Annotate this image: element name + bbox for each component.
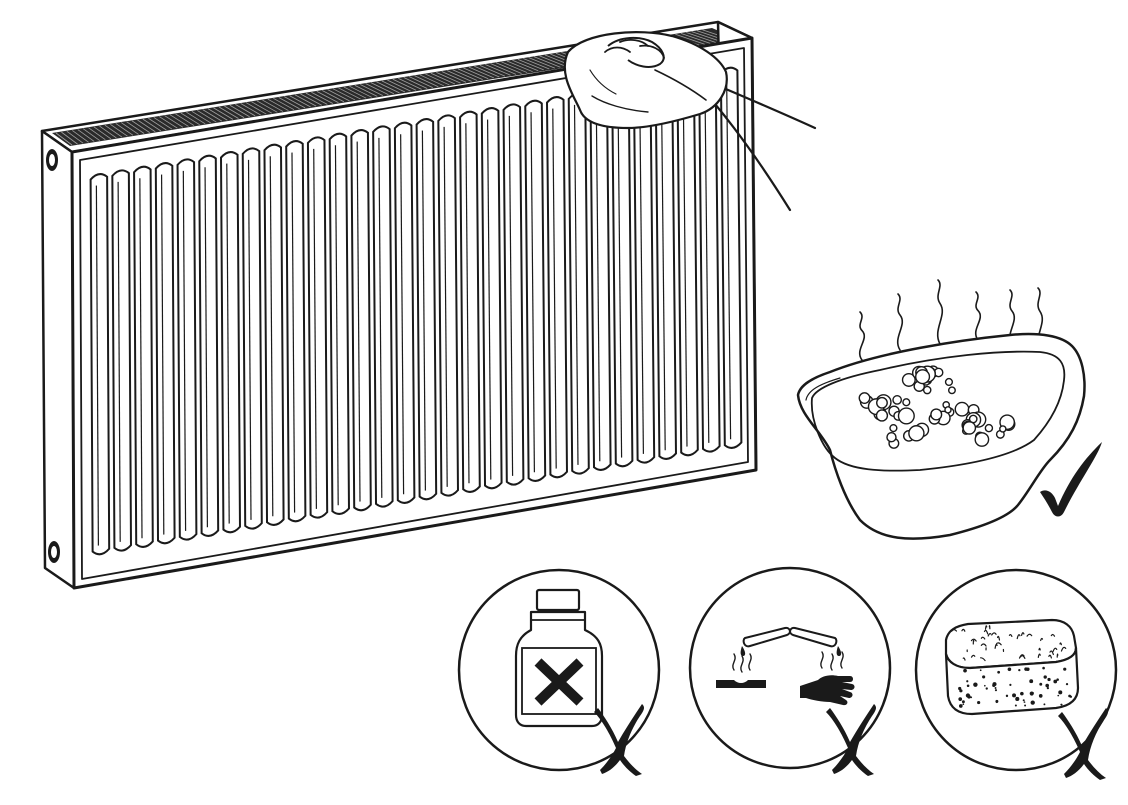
soap-bubble — [915, 369, 931, 385]
radiator-icon — [40, 20, 758, 590]
radiator-fin — [241, 147, 263, 530]
radiator-fin — [654, 77, 677, 460]
radiator-fin — [285, 140, 307, 523]
soap-bubble — [902, 398, 911, 407]
cross-mark-icon — [826, 704, 876, 776]
radiator-fin — [111, 169, 132, 552]
radiator-fin — [437, 114, 459, 497]
soap-bubble — [999, 425, 1007, 433]
soap-bubble — [876, 396, 888, 409]
radiator-fin — [328, 132, 350, 515]
radiator-fin — [611, 85, 634, 468]
soap-bubble — [889, 423, 898, 433]
radiator-fin — [350, 129, 372, 512]
corrosive-chemical-icon — [716, 626, 855, 706]
steam-wisp — [936, 279, 944, 345]
radiator-fin — [524, 99, 547, 482]
soap-bubble — [897, 407, 915, 425]
radiator-fin — [676, 74, 699, 457]
radiator-fin — [698, 70, 721, 453]
soap-bubble — [875, 409, 889, 422]
corrosive-prohibited-circle — [688, 566, 892, 776]
radiator-fin — [459, 110, 481, 493]
check-mark-icon — [1040, 442, 1102, 517]
soap-bubble — [962, 421, 977, 435]
radiator-valve-bottom — [48, 541, 60, 563]
soap-bubble — [892, 395, 903, 405]
radiator-fin — [154, 162, 176, 545]
soap-bubble — [886, 431, 897, 443]
soap-bubble — [908, 425, 925, 442]
solvent-prohibited-circle — [457, 568, 661, 776]
radiator-fin — [176, 158, 198, 541]
radiator-fin — [719, 66, 743, 449]
radiator-fin — [306, 136, 329, 519]
radiator-fin — [89, 173, 111, 556]
radiator-fin — [632, 81, 656, 464]
radiator-fin — [480, 107, 503, 490]
soap-bubble — [901, 372, 916, 387]
radiator-fin — [415, 118, 438, 501]
steam-wisp — [974, 291, 982, 341]
soap-bubble — [944, 406, 952, 414]
radiator-fin — [393, 121, 416, 504]
radiator-fin — [546, 96, 568, 479]
radiator-fin — [220, 151, 241, 534]
radiator-valve-top — [46, 149, 58, 171]
soapy-water-bowl-icon — [796, 279, 1086, 540]
radiator-fin — [198, 154, 220, 537]
cross-mark-icon — [594, 704, 644, 776]
steam-wisp — [858, 311, 866, 361]
soap-bubble — [948, 386, 956, 395]
radiator-fin — [502, 103, 525, 486]
soap-bubble — [984, 423, 994, 433]
abrasive-sponge-icon — [944, 618, 1080, 716]
soap-bubble — [930, 408, 943, 421]
steam-wisp — [896, 293, 904, 351]
soap-bubble — [922, 385, 932, 395]
sponge-prohibited-circle — [914, 568, 1118, 780]
radiator-fin — [372, 125, 394, 508]
radiator-fin — [589, 88, 612, 471]
radiator-fin — [133, 165, 154, 548]
soap-bubble — [858, 392, 871, 405]
prohibited-circle — [688, 566, 892, 770]
radiator-fin — [263, 143, 285, 526]
hand-wiping-cloth-icon — [563, 31, 817, 212]
soap-bubble — [974, 432, 990, 447]
radiator-fin — [567, 92, 590, 475]
soap-bubble — [954, 401, 970, 417]
cross-mark-icon — [1058, 708, 1108, 780]
soap-bubble — [944, 377, 954, 387]
solvent-bottle-icon — [514, 588, 604, 728]
